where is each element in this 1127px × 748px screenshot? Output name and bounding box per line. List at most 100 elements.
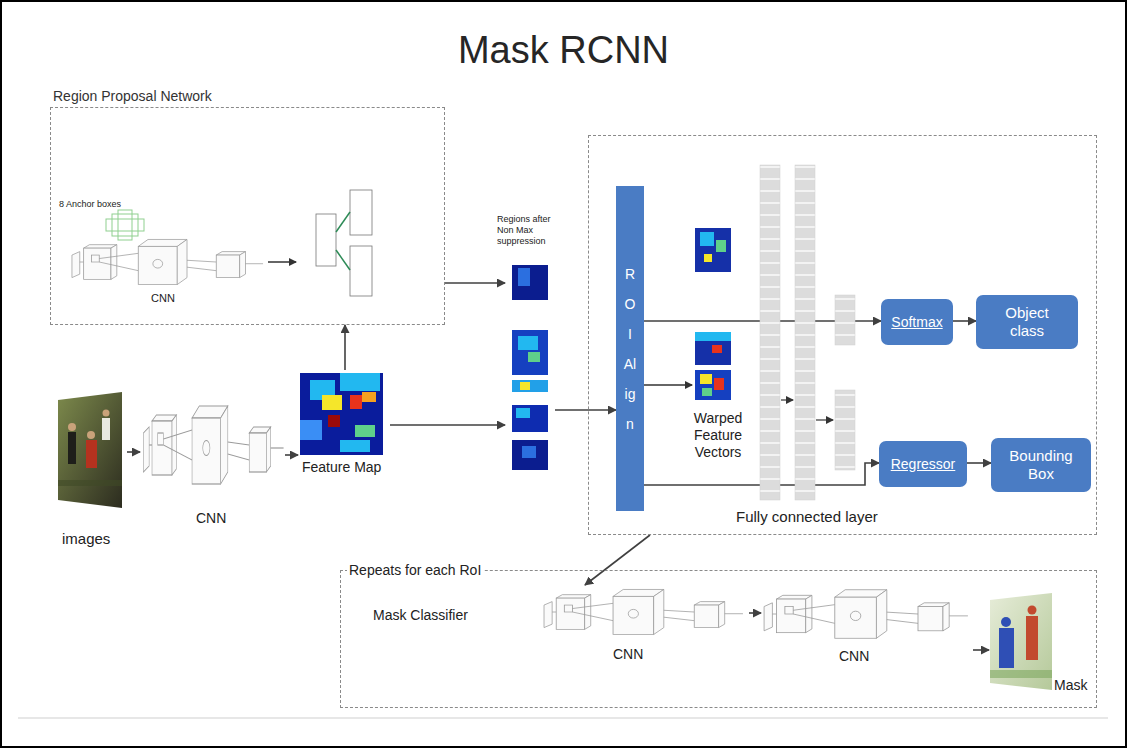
- mask-branch: Repeats for each RoIMask ClassifierCNNCN…: [340, 570, 1097, 708]
- feature-heatmap: [340, 440, 370, 452]
- mask-output: Mask: [989, 591, 1097, 703]
- region-thumbnails: [518, 336, 538, 350]
- region-thumbnails: [512, 380, 548, 392]
- input-photo: [86, 440, 97, 468]
- cnn-label: CNN: [151, 292, 175, 305]
- anchor-label: 8 Anchor boxes: [59, 199, 121, 210]
- mask-cnn: CNN: [761, 585, 973, 667]
- image-label: images: [62, 530, 110, 548]
- input-photo: [58, 392, 122, 508]
- roi-align-label: ROI Align: [623, 259, 637, 439]
- fully-connected-bars: [835, 390, 855, 470]
- feature-map: Feature Map: [298, 370, 390, 480]
- flow-arrow: [953, 320, 976, 322]
- flow-arrow: [749, 612, 761, 614]
- fully-connected-bars: [760, 165, 780, 500]
- region-thumbnails: [512, 330, 548, 375]
- region-thumbnails: [512, 440, 548, 470]
- input-photo: [58, 480, 122, 486]
- mask-cnn: CNN: [541, 585, 749, 667]
- region-thumbnails: [516, 408, 530, 418]
- mask-photo: [1028, 606, 1037, 615]
- head-region: Warped Feature VectorsFully connected la…: [588, 135, 1097, 535]
- backbone-cnn-sketch: [143, 406, 283, 484]
- mask-photo: [990, 593, 1052, 690]
- warped-label: Warped Feature Vectors: [681, 410, 755, 461]
- input-image: images: [55, 390, 127, 555]
- diagram-title: Mask RCNN: [0, 28, 1127, 74]
- input-photo: [58, 392, 122, 508]
- roi-align-bar: ROI Align: [616, 186, 644, 511]
- warped-thumbnails: [704, 254, 712, 262]
- rpn-region: Region Proposal Network8 Anchor boxesCNN: [50, 107, 445, 325]
- rpn-cnn-sketch: [72, 239, 263, 284]
- feature-heatmap: [350, 395, 362, 409]
- region-thumbnails: [528, 352, 540, 362]
- region-heading: Region Proposal Network: [53, 88, 212, 105]
- flow-arrow: [445, 282, 505, 284]
- feature-map-label: Feature Map: [302, 459, 381, 476]
- region-thumbnails: [520, 382, 530, 390]
- warped-thumbnails: [714, 378, 724, 390]
- regions-heading: Regions after Non Max suppression: [497, 214, 569, 247]
- anchor-icon: [106, 210, 144, 240]
- warped-thumbnails: [700, 374, 712, 384]
- cnn-label: CNN: [196, 510, 226, 527]
- box-label: Bounding Box: [1005, 447, 1077, 483]
- region-thumbnails: [512, 265, 548, 300]
- flow-arrow: [285, 454, 298, 456]
- roi-warp-arrow: [642, 384, 692, 386]
- box-label: Softmax: [891, 314, 942, 331]
- input-photo: [68, 423, 76, 431]
- rpn-heads: [350, 246, 372, 296]
- softmax-box: Softmax: [881, 299, 953, 345]
- warped-thumbnails: [695, 370, 731, 400]
- feature-heatmap: [300, 420, 322, 440]
- rpn-heads: [316, 190, 372, 296]
- proposal-regions: Regions after Non Max suppression: [505, 262, 555, 474]
- region-thumbnails: [518, 268, 530, 286]
- warped-thumbnails: [695, 228, 731, 272]
- mask-photo: [990, 593, 1052, 690]
- fully-connected-bars: [760, 165, 855, 500]
- footer-rule: [18, 718, 1108, 719]
- box-label: Object class: [995, 304, 1059, 340]
- region-thumbnails: [512, 405, 548, 432]
- mask-photo: [1001, 617, 1011, 627]
- mask-photo: [999, 628, 1014, 668]
- flow-arrow: [390, 424, 505, 426]
- input-photo: [103, 410, 110, 417]
- rpn-heads: [350, 190, 372, 235]
- anchor-icon: [118, 210, 132, 240]
- input-photo: [102, 418, 110, 440]
- feature-heatmap: [300, 373, 383, 455]
- repeat-note: Repeats for each RoI: [347, 562, 483, 579]
- warped-thumbnails: [716, 240, 726, 252]
- rpn-heads: [336, 250, 350, 270]
- bounding-box-box: Bounding Box: [991, 438, 1091, 492]
- mask-photo: [1026, 616, 1038, 660]
- warped-thumbnails: [702, 388, 712, 396]
- feature-heatmap: [355, 425, 375, 437]
- flow-arrow: [967, 462, 991, 464]
- backbone-cnn: CNN: [140, 395, 285, 535]
- cnn-label: CNN: [839, 648, 869, 665]
- mask-photo: [990, 670, 1052, 678]
- flow-arrow: [344, 325, 346, 370]
- warped-thumbnails: [695, 228, 731, 400]
- warped-thumbnails: [695, 332, 731, 341]
- flow-arrow: [585, 535, 650, 585]
- fc-arrows: [781, 399, 793, 400]
- rpn-heads: [316, 214, 336, 266]
- input-photo: [87, 431, 95, 439]
- mask-cnn-sketch: [764, 590, 968, 639]
- cnn-label: CNN: [613, 646, 643, 663]
- warped-thumbnails: [700, 232, 714, 246]
- mask-cnn-sketch: [544, 589, 743, 634]
- mask-classifier-label: Mask Classifier: [373, 607, 468, 624]
- rpn-heads: [336, 212, 350, 232]
- feature-heatmap: [322, 395, 342, 410]
- warped-thumbnails: [695, 332, 731, 365]
- flow-arrow: [127, 451, 140, 453]
